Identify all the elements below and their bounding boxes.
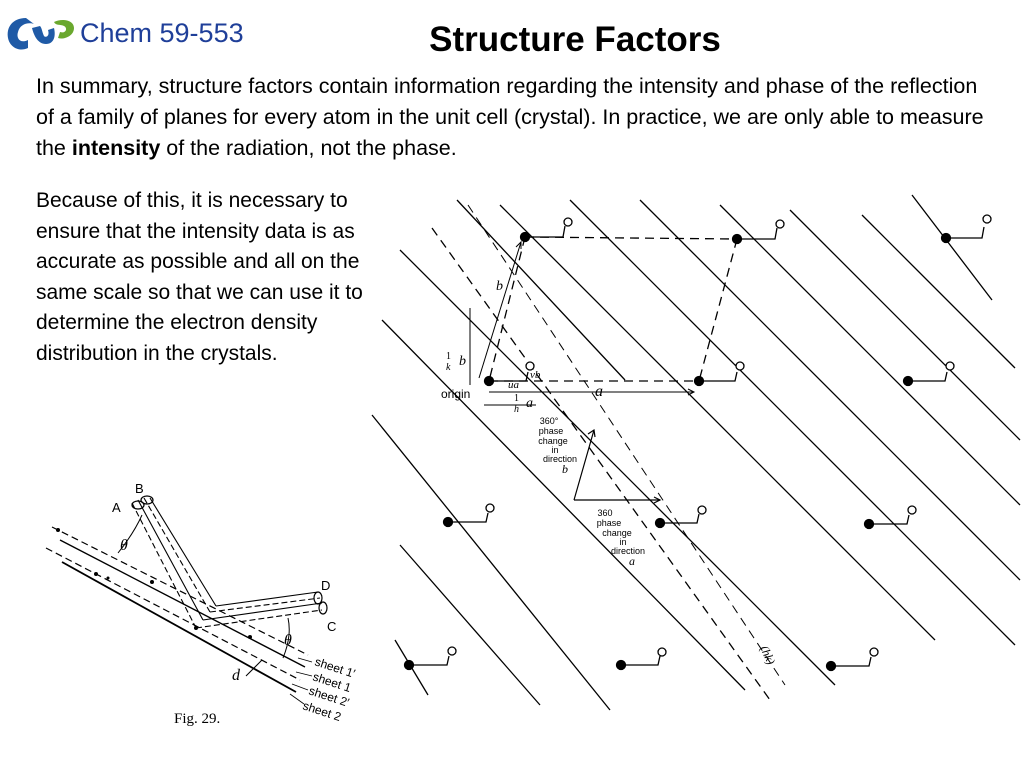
label-origin: origin (441, 387, 470, 401)
label-h: h (514, 404, 519, 415)
course-code: Chem 59-553 (80, 18, 244, 48)
phase-b-3: change (538, 436, 568, 446)
sheet-2-prime: sheet 2′ (307, 684, 352, 710)
fig29-label-C: C (327, 619, 336, 634)
label-b: b (496, 279, 503, 294)
label-one-h: 1 (514, 393, 519, 404)
fig29-label-A: A (112, 500, 121, 515)
fig29-label-D: D (321, 578, 330, 593)
fig29-theta-2: θ (284, 632, 292, 649)
phase-b-6: b (562, 462, 568, 476)
label-a2: a (526, 396, 533, 411)
fig29-caption: Fig. 29. (174, 711, 220, 727)
sheet-2: sheet 2 (301, 699, 343, 725)
sheet-1: sheet 1 (311, 670, 353, 696)
summary-text-2: of the radiation, not the phase. (160, 136, 457, 160)
label-k: k (446, 362, 451, 373)
university-logo (7, 18, 74, 50)
phase-a-5: direction (611, 546, 645, 556)
fig29-label-B: B (135, 481, 144, 496)
label-b2: b (459, 354, 466, 369)
phase-a-3: change (602, 528, 632, 538)
slide-title: Structure Factors (429, 20, 721, 59)
phase-a-2: phase (597, 518, 622, 528)
label-hkl: (hk) (757, 643, 778, 666)
sheet-1-prime: sheet 1′ (313, 655, 358, 681)
phase-a-1: 360 (597, 508, 612, 518)
summary-bold-intensity: intensity (71, 136, 161, 160)
phase-a-4: in (619, 537, 626, 547)
phase-b-2: phase (539, 426, 564, 436)
phase-a-6: a (629, 554, 635, 568)
phase-b-5: direction (543, 454, 577, 464)
phase-b-4: in (551, 445, 558, 455)
side-paragraph: Because of this, it is necessary to ensu… (36, 189, 363, 365)
fig29-label-d: d (232, 667, 241, 684)
label-vb: vb (530, 369, 541, 381)
lattice-atoms (403, 214, 992, 672)
summary-text-1: In summary, structure factors contain in… (36, 74, 984, 160)
summary-paragraph: In summary, structure factors contain in… (36, 71, 996, 164)
label-ua: ua (508, 379, 520, 391)
label-one-k: 1 (446, 351, 451, 362)
phase-b-1: 360° (540, 416, 559, 426)
label-a: a (595, 383, 603, 400)
fig29-theta-1: θ (120, 537, 128, 554)
